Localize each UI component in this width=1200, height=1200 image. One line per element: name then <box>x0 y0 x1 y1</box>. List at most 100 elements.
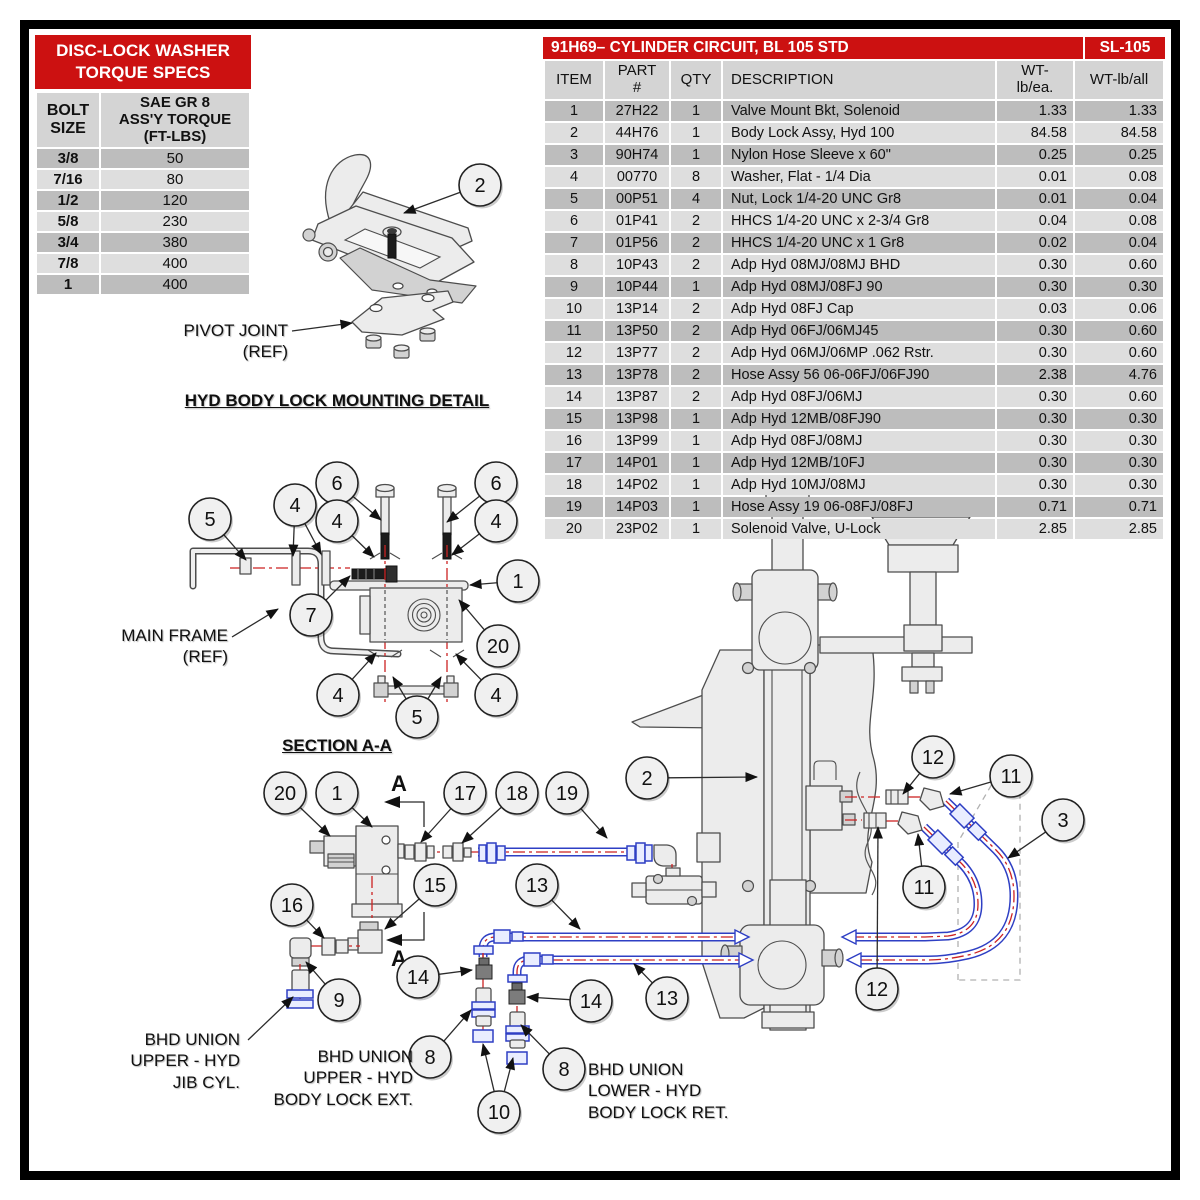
callout-number: 4 <box>490 685 501 707</box>
pivot-plate-hole <box>421 293 435 303</box>
panel-bolt <box>741 661 755 675</box>
callout-5: 5 <box>392 676 442 741</box>
parts-cell: 0.71 <box>1075 497 1163 517</box>
fitting-16 <box>321 937 349 956</box>
parts-cell: 1 <box>671 277 721 297</box>
valve-flange <box>351 903 403 918</box>
parts-cell: 14P02 <box>605 475 669 495</box>
parts-list: ITEM PART # QTY DESCRIPTION WT- lb/ea. W… <box>543 59 1165 541</box>
callout-balloon <box>188 497 232 541</box>
callout-number: 7 <box>305 605 316 627</box>
parts-table-header-bar: 91H69– CYLINDER CIRCUIT, BL 105 STD SL-1… <box>543 37 1165 59</box>
body-lock-assembly-drawing <box>631 489 1021 1031</box>
section-marker-top-letter: A <box>391 771 407 796</box>
top-bolt-head <box>387 228 397 234</box>
callout-leader <box>384 898 420 930</box>
hose-break-mark <box>738 951 755 969</box>
parts-cell: 13P99 <box>605 431 669 451</box>
col-item: ITEM <box>545 61 603 99</box>
callout-balloon <box>1041 798 1085 842</box>
panel-bolt <box>803 661 817 675</box>
callout-3: 3 <box>1007 798 1086 859</box>
parts-cell: 2 <box>671 343 721 363</box>
callout-leader <box>403 191 461 214</box>
hose-break-mark <box>845 951 862 969</box>
pivot-bolt-head <box>302 228 316 242</box>
callout-leader <box>325 575 351 601</box>
callout-leader <box>580 808 608 839</box>
valve-hole <box>381 835 391 845</box>
parts-cell: Adp Hyd 06FJ/06MJ45 <box>723 321 995 341</box>
torque-cell: 120 <box>101 191 249 211</box>
callout-balloon <box>395 695 439 739</box>
callout-number: 8 <box>424 1047 435 1069</box>
callout-leader <box>392 676 407 700</box>
parts-cell: 0.71 <box>997 497 1073 517</box>
callout-leader <box>351 652 377 680</box>
main-frame-rod-highlight <box>191 549 400 656</box>
parts-cell: 8 <box>671 167 721 187</box>
parts-cell: 10 <box>545 299 603 319</box>
parts-cell: 2 <box>671 233 721 253</box>
parts-cell: 13P77 <box>605 343 669 363</box>
pivot-joint-label: PIVOT JOINT (REF) <box>183 321 288 362</box>
parts-cell: Adp Hyd 08FJ/06MJ <box>723 387 995 407</box>
elbow-fitting <box>653 844 677 867</box>
callout-balloon <box>495 771 539 815</box>
parts-cell: 13 <box>545 365 603 385</box>
parts-cell: 18 <box>545 475 603 495</box>
hose-13-right-inner-centerline <box>853 826 979 938</box>
parts-cell: Nut, Lock 1/4-20 UNC Gr8 <box>723 189 995 209</box>
solenoid-fins <box>327 853 355 869</box>
fitting-17 <box>404 842 435 862</box>
parts-cell: Adp Hyd 06MJ/06MP .062 Rstr. <box>723 343 995 363</box>
callout-10: 10 <box>477 1043 522 1136</box>
pivot-plate-hole <box>369 303 383 313</box>
torque-col-torque: SAE GR 8 ASS'Y TORQUE (FT-LBS) <box>101 93 249 148</box>
mounting-detail-title: HYD BODY LOCK MOUNTING DETAIL <box>184 391 490 410</box>
parts-cell: 0.30 <box>997 409 1073 429</box>
crossbar <box>819 636 973 654</box>
parts-cell: Adp Hyd 10MJ/08MJ <box>723 475 995 495</box>
callout-balloon <box>476 624 520 668</box>
hhcs-bolt <box>351 568 387 580</box>
parts-cell: 0.30 <box>997 321 1073 341</box>
parts-cell: Adp Hyd 08MJ/08MJ BHD <box>723 255 995 275</box>
callout-19: 19 <box>545 771 608 839</box>
parts-cell: 13P50 <box>605 321 669 341</box>
lock-nut <box>443 682 459 698</box>
callout-number: 9 <box>333 990 344 1012</box>
parts-cell: 0.30 <box>997 343 1073 363</box>
parts-cell: 4 <box>671 189 721 209</box>
parts-cell: Solenoid Valve, U-Lock <box>723 519 995 539</box>
callout-number: 1 <box>512 571 523 593</box>
callout-number: 11 <box>914 877 935 899</box>
parts-cell: 84.58 <box>1075 123 1163 143</box>
parts-cell: 0.60 <box>1075 343 1163 363</box>
parts-cell: 2.38 <box>997 365 1073 385</box>
parts-cell: 0.08 <box>1075 211 1163 231</box>
pivot-plate <box>351 290 454 336</box>
callout-balloon <box>408 1035 452 1079</box>
callout-number: 1 <box>331 783 342 805</box>
torque-col-bolt-size: BOLT SIZE <box>37 93 99 148</box>
parts-cell: 0.25 <box>1075 145 1163 165</box>
parts-cell: 5 <box>545 189 603 209</box>
hose-13-right-outer-centerline <box>858 800 1015 961</box>
bhd-union-ext-label: BHD UNION UPPER - HYD BODY LOCK EXT. <box>273 1047 413 1109</box>
parts-table: 91H69– CYLINDER CIRCUIT, BL 105 STD SL-1… <box>543 37 1165 541</box>
callout-leader <box>480 1043 495 1092</box>
callout-13: 13 <box>515 863 581 930</box>
callout-leader <box>902 772 921 795</box>
parts-table-title: 91H69– CYLINDER CIRCUIT, BL 105 STD <box>543 37 1083 59</box>
callout-balloon <box>855 967 899 1011</box>
callout-leader <box>443 1009 472 1042</box>
parts-cell: 0.08 <box>1075 167 1163 187</box>
bracket-hole <box>392 282 404 290</box>
